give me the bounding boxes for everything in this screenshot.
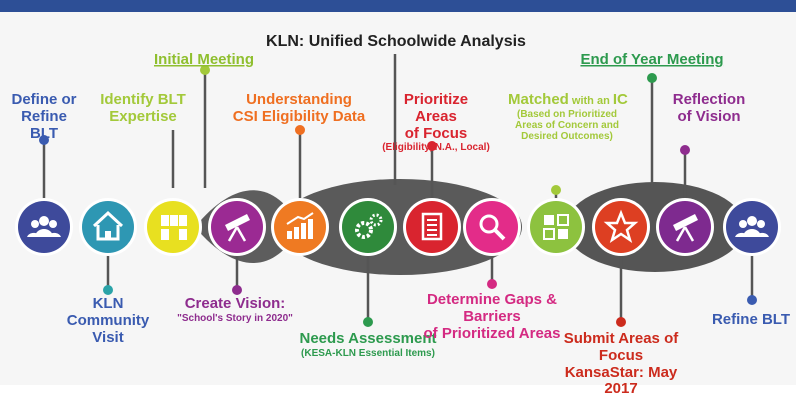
label-kln-community-visit: KLN Community Visit bbox=[66, 295, 150, 346]
diagram-title: KLN: Unified Schoolwide Analysis bbox=[266, 33, 526, 50]
prioritize-subtitle: (Eligibility, N.A., Local) bbox=[382, 142, 490, 154]
create-vision-subtitle: "School's Story in 2020" bbox=[177, 312, 293, 324]
label-submit-areas: Submit Areas of Focus KansaStar: May 201… bbox=[563, 330, 679, 398]
label-prioritize-areas: Prioritize Areas of Focus (Eligibility, … bbox=[382, 91, 490, 154]
icon-circle bbox=[595, 201, 647, 253]
people-icon bbox=[27, 216, 61, 237]
matched-subtitle: (Based on Prioritized Areas of Concern a… bbox=[515, 108, 619, 143]
house-icon bbox=[92, 210, 124, 241]
label-understanding-csi: Understanding CSI Eligibility Data bbox=[232, 91, 366, 125]
dark-band-center bbox=[278, 179, 522, 275]
icon-circle bbox=[147, 201, 199, 253]
label-create-vision: Create Vision: "School's Story in 2020" bbox=[158, 295, 312, 324]
document-icon bbox=[421, 212, 443, 241]
icon-circle bbox=[82, 201, 134, 253]
people-icon bbox=[735, 216, 769, 237]
create-vision-title: Create Vision: bbox=[184, 295, 286, 312]
label-determine-gaps: Determine Gaps & Barriers of Prioritized… bbox=[423, 291, 561, 342]
top-banner bbox=[0, 0, 796, 12]
icon-circle bbox=[406, 201, 458, 253]
matched-with-an: with an bbox=[568, 95, 613, 107]
label-reflection-of-vision: Reflection of Vision bbox=[672, 91, 746, 125]
matched-word: Matched bbox=[508, 91, 569, 108]
icon-circle bbox=[274, 201, 326, 253]
icon-circle bbox=[726, 201, 778, 253]
telescope-icon bbox=[673, 214, 698, 242]
grid-icon bbox=[543, 214, 569, 240]
needs-assessment-title: Needs Assessment bbox=[299, 330, 437, 347]
icon-circle bbox=[530, 201, 582, 253]
org-chart-icon bbox=[161, 215, 187, 240]
telescope-icon bbox=[225, 214, 250, 242]
label-identify-blt-expertise: Identify BLT Expertise bbox=[100, 91, 186, 125]
label-define-refine-blt: Define or Refine BLT bbox=[11, 91, 77, 142]
star-icon bbox=[603, 209, 639, 243]
timeline-diagram: KLN: Unified Schoolwide Analysis Initial… bbox=[18, 33, 778, 327]
needs-assessment-subtitle: (KESA-KLN Essential Items) bbox=[301, 347, 435, 359]
icon-circle bbox=[18, 201, 70, 253]
matched-ic: IC bbox=[612, 91, 628, 108]
gears-icon bbox=[355, 213, 383, 239]
phase-end-of-year-meeting: End of Year Meeting bbox=[580, 51, 723, 68]
prioritize-title: Prioritize Areas of Focus bbox=[403, 91, 469, 142]
magnifier-icon bbox=[479, 214, 506, 241]
growth-chart-icon bbox=[286, 212, 314, 239]
icon-circle bbox=[466, 201, 518, 253]
connector-dots bbox=[39, 65, 757, 327]
phase-initial-meeting: Initial Meeting bbox=[154, 51, 254, 68]
icon-circle bbox=[342, 201, 394, 253]
connectors bbox=[42, 54, 754, 322]
label-matched-ic: Matched with an IC (Based on Prioritized… bbox=[508, 91, 628, 143]
label-needs-assessment: Needs Assessment (KESA-KLN Essential Ite… bbox=[298, 330, 438, 359]
label-refine-blt: Refine BLT bbox=[711, 311, 791, 328]
